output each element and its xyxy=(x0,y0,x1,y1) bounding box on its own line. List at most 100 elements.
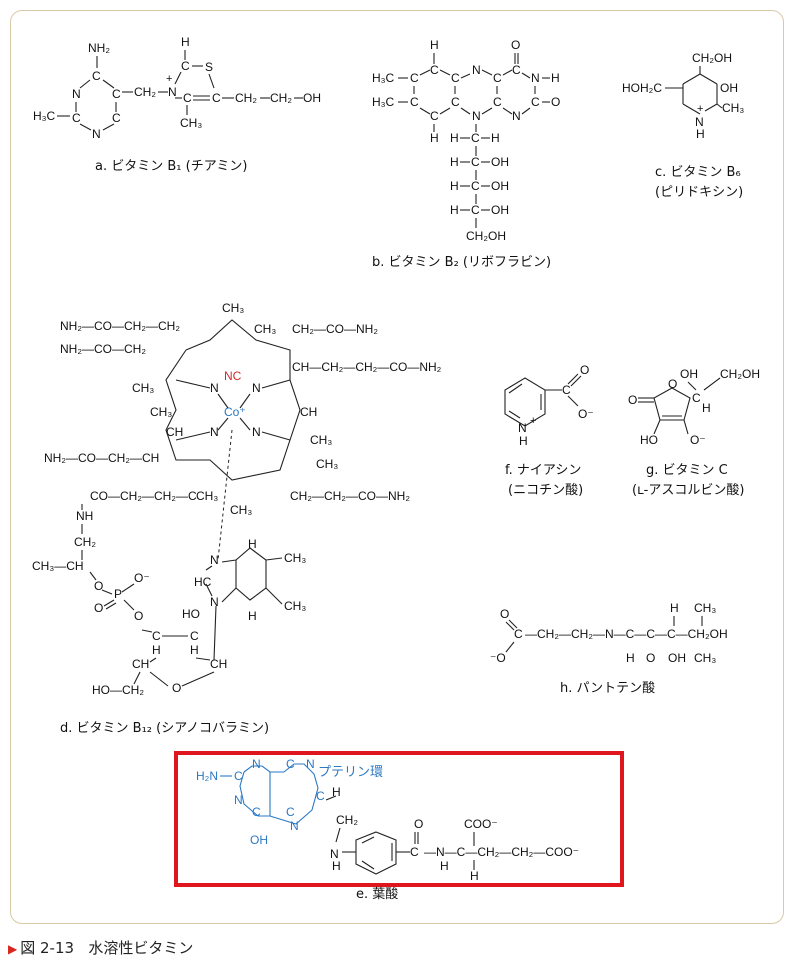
svg-text:N: N xyxy=(306,757,315,771)
svg-text:C: C xyxy=(72,111,81,125)
caption-marker-icon: ▶ xyxy=(8,942,18,956)
svg-text:+: + xyxy=(697,103,703,115)
svg-text:—CH₂—CH₂—N—C—C—C—CH₂OH: —CH₂—CH₂—N—C—C—C—CH₂OH xyxy=(525,627,728,641)
structure-pyridoxine: CH₂OH OH CH₃ HOH₂C N + H c. ビタミン B₆ (ピリド… xyxy=(622,51,744,200)
svg-text:NH: NH xyxy=(76,509,93,523)
svg-text:HOH₂C: HOH₂C xyxy=(622,81,662,95)
svg-text:C: C xyxy=(252,805,261,819)
svg-text:CH₃: CH₃ xyxy=(694,601,716,615)
svg-text:N: N xyxy=(252,425,261,439)
figure-number: 図 2-13 xyxy=(20,939,75,957)
svg-text:H: H xyxy=(430,38,439,52)
svg-text:N: N xyxy=(210,425,219,439)
svg-text:C: C xyxy=(183,91,192,105)
svg-text:C: C xyxy=(410,845,419,859)
svg-text:CH₃: CH₃ xyxy=(150,405,172,419)
svg-text:CH: CH xyxy=(132,657,149,671)
svg-text:H: H xyxy=(440,859,449,873)
svg-text:NH₂—CO—CH₂—CH: NH₂—CO—CH₂—CH xyxy=(44,451,159,465)
svg-text:O: O xyxy=(500,607,509,621)
label-vitamin-c-name: (ʟ-アスコルビン酸) xyxy=(632,483,744,498)
svg-text:OH: OH xyxy=(668,651,686,665)
svg-text:HC: HC xyxy=(194,575,212,589)
svg-text:H: H xyxy=(519,434,528,448)
svg-text:C: C xyxy=(152,629,161,643)
svg-text:C: C xyxy=(112,87,121,101)
svg-text:C: C xyxy=(410,71,419,85)
svg-text:OH: OH xyxy=(491,155,509,169)
svg-text:N: N xyxy=(234,793,243,807)
svg-text:H₃C: H₃C xyxy=(372,71,395,85)
svg-text:CH₃: CH₃ xyxy=(722,101,744,115)
svg-text:C: C xyxy=(562,383,571,397)
svg-text:O: O xyxy=(134,609,143,623)
svg-text:NH₂—CO—CH₂—CH₂: NH₂—CO—CH₂—CH₂ xyxy=(60,319,180,333)
svg-text:CH₃: CH₃ xyxy=(230,503,252,517)
svg-text:C: C xyxy=(181,59,190,73)
figure-frame xyxy=(10,10,784,924)
svg-text:H: H xyxy=(332,859,341,873)
svg-text:H: H xyxy=(470,869,479,883)
svg-text:N: N xyxy=(330,847,339,861)
svg-text:HO—CH₂: HO—CH₂ xyxy=(92,683,144,697)
svg-text:H: H xyxy=(551,71,560,85)
svg-text:H: H xyxy=(248,609,257,623)
svg-text:C: C xyxy=(316,789,325,803)
svg-text:CH₂OH: CH₂OH xyxy=(466,229,506,243)
svg-text:O: O xyxy=(172,681,181,695)
svg-text:H: H xyxy=(626,651,635,665)
svg-text:C: C xyxy=(430,109,439,123)
svg-text:CO—CH₂—CH₂—C: CO—CH₂—CH₂—C xyxy=(90,489,197,503)
svg-text:NH₂: NH₂ xyxy=(88,41,110,55)
structure-pantothenic-acid: O C ⁻O —CH₂—CH₂—N—C—C—C—CH₂OH H CH₃ H O … xyxy=(490,601,728,696)
svg-text:+: + xyxy=(530,415,536,427)
svg-text:CH₂OH: CH₂OH xyxy=(692,51,732,65)
figure-title: 水溶性ビタミン xyxy=(88,939,194,957)
label-vitamin-b6-name: (ピリドキシン) xyxy=(655,185,743,200)
label-folic-acid: e. 葉酸 xyxy=(356,887,398,902)
svg-text:+: + xyxy=(166,73,172,85)
svg-text:C: C xyxy=(451,71,460,85)
label-pantothenic-acid: h. パントテン酸 xyxy=(560,681,655,696)
folic-acid-highlight-box xyxy=(174,751,624,887)
svg-text:C: C xyxy=(112,111,121,125)
svg-text:O: O xyxy=(511,38,520,52)
svg-text:CH₃: CH₃ xyxy=(310,433,332,447)
svg-text:CH₂: CH₂ xyxy=(74,535,96,549)
svg-text:C: C xyxy=(430,63,439,77)
svg-text:N: N xyxy=(518,421,527,435)
svg-text:C: C xyxy=(286,757,295,771)
svg-text:CH: CH xyxy=(166,425,183,439)
svg-text:H: H xyxy=(181,35,190,49)
svg-text:CH₂: CH₂ xyxy=(270,91,292,105)
svg-text:COO⁻: COO⁻ xyxy=(464,817,498,831)
svg-text:H: H xyxy=(450,179,459,193)
structure-folic-acid: H₂N C N C N N C C N OH C プテリン環 H CH₂ N H… xyxy=(174,751,624,902)
svg-text:N: N xyxy=(472,109,481,123)
svg-text:—N—C—CH₂—CH₂—COO⁻: —N—C—CH₂—CH₂—COO⁻ xyxy=(424,845,579,859)
svg-text:C: C xyxy=(512,63,521,77)
svg-text:H₂N: H₂N xyxy=(196,769,218,783)
svg-text:CH₂—CH₂—CO—NH₂: CH₂—CH₂—CO—NH₂ xyxy=(290,489,410,503)
svg-text:O: O xyxy=(94,579,103,593)
vitamin-structures-diagram: NH₂ C N C C C H₃C N CH₂ N + C H S C C CH… xyxy=(32,35,760,902)
svg-text:CH₂: CH₂ xyxy=(134,85,156,99)
svg-text:OH: OH xyxy=(720,81,738,95)
svg-text:C: C xyxy=(493,71,502,85)
svg-text:N: N xyxy=(512,109,521,123)
svg-text:CH₃: CH₃ xyxy=(316,457,338,471)
svg-text:C: C xyxy=(286,805,295,819)
svg-text:CH₃: CH₃ xyxy=(196,489,218,503)
svg-text:H: H xyxy=(430,131,439,145)
svg-text:OH: OH xyxy=(303,91,321,105)
svg-text:OH: OH xyxy=(250,833,268,847)
svg-text:O: O xyxy=(414,817,423,831)
svg-text:C: C xyxy=(493,95,502,109)
svg-text:CH₃: CH₃ xyxy=(284,551,306,565)
svg-text:H: H xyxy=(190,643,199,657)
svg-text:H: H xyxy=(491,131,500,145)
svg-text:⁻O: ⁻O xyxy=(490,651,506,665)
structure-ascorbic-acid: OH CH₂OH C H O O HO O⁻ g. ビタミン C (ʟ-アスコル… xyxy=(628,367,760,498)
svg-text:C: C xyxy=(212,91,221,105)
svg-text:H: H xyxy=(670,601,679,615)
